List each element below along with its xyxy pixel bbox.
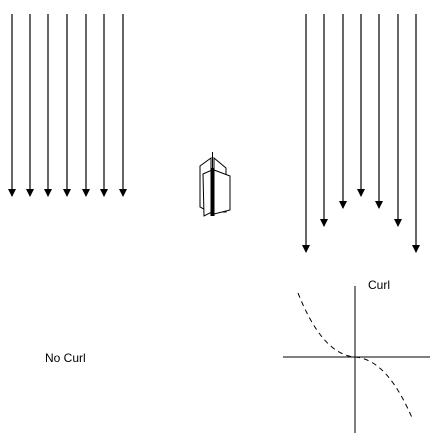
curl-label: Curl: [368, 278, 391, 292]
curl-graph: [283, 286, 430, 433]
paddle-axle: [210, 168, 215, 216]
no-curl-label: No Curl: [45, 351, 86, 365]
uniform-field: [8, 14, 127, 197]
paddle-blade-front-right: [213, 169, 231, 215]
sheared-field: [302, 14, 420, 253]
paddle-wheel-icon: [199, 152, 231, 217]
graph-dashed-curve: [297, 292, 414, 421]
